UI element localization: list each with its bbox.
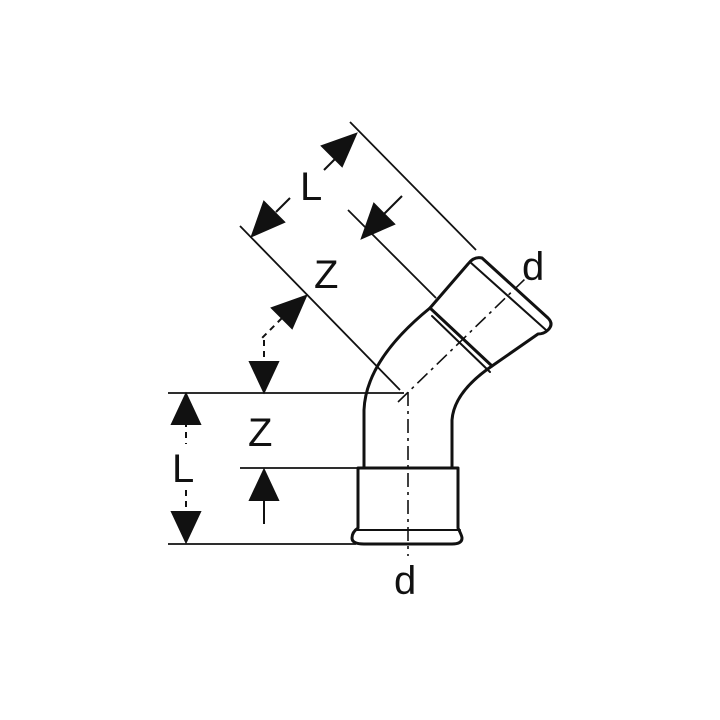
ext-line-socket-diagonal: [347, 209, 437, 299]
label-Z-diagonal: Z: [314, 253, 338, 297]
centerlines: [397, 277, 527, 556]
top-socket: [428, 256, 553, 368]
label-d-bottom: d: [394, 559, 416, 603]
elbow-fitting: [350, 256, 553, 546]
diagonal-L-dim-line-upper: [323, 155, 339, 171]
ext-line-center-diagonal: [239, 225, 401, 391]
diagonal-L-dim-line-lower: [275, 197, 291, 213]
vertical-L-arrow-up-icon: [170, 391, 202, 425]
elbow-inner-contour: [450, 364, 494, 470]
diagonal-Z-dim-line-lower: [261, 317, 283, 339]
top-socket-ring: [431, 315, 491, 373]
diagonal-L-arrow-lower-icon: [250, 200, 286, 238]
diagonal-L-arrow-upper-icon: [320, 132, 358, 168]
diagonal-Z-dim-line-upper: [383, 195, 403, 215]
extension-lines: [168, 121, 477, 545]
label-L-vertical: L: [172, 447, 194, 491]
label-L-diagonal: L: [300, 165, 322, 209]
vertical-L-arrow-down-icon: [170, 511, 202, 545]
label-Z-vertical: Z: [248, 411, 272, 455]
ext-line-end-diagonal: [349, 121, 477, 251]
diagonal-centerline: [397, 277, 527, 403]
vertical-Z-arrow-down-icon: [248, 361, 280, 395]
dimension-labels: L Z d Z L d: [172, 165, 544, 603]
dimension-arrows: [170, 132, 403, 545]
elbow-outer-contour: [362, 306, 432, 470]
vertical-Z-arrow-up-icon: [248, 467, 280, 501]
diagonal-Z-arrow-lower-icon: [270, 294, 308, 330]
label-d-top: d: [522, 245, 544, 289]
bottom-socket: [350, 466, 464, 546]
top-socket-bead: [469, 261, 547, 331]
